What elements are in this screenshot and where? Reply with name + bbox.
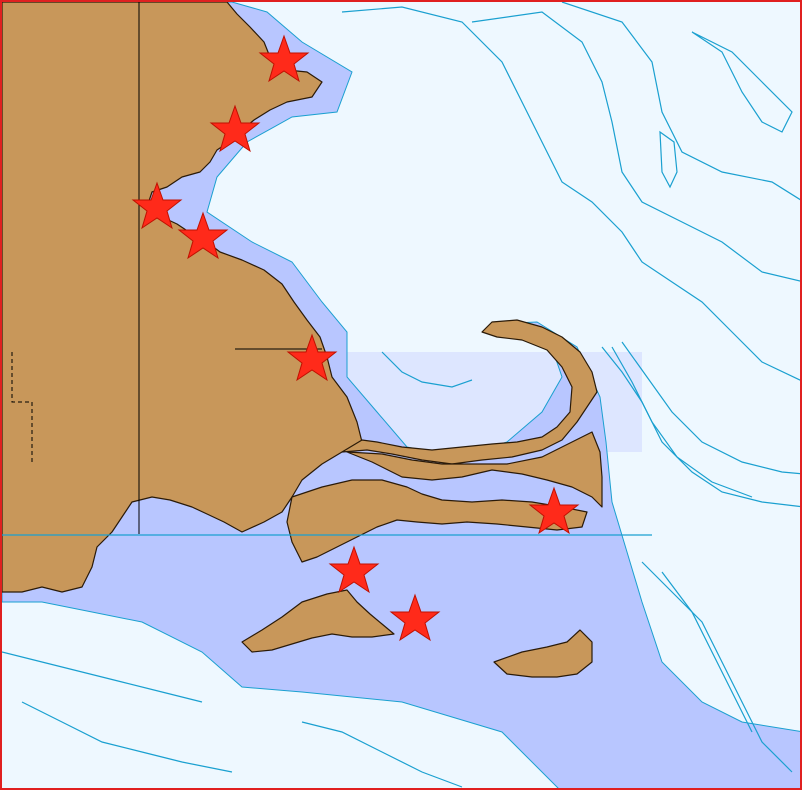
mainland	[2, 2, 363, 593]
star-icon[interactable]	[209, 104, 261, 153]
star-icon[interactable]	[286, 333, 338, 382]
star-icon[interactable]	[258, 34, 310, 83]
markers	[131, 34, 580, 642]
star-icon[interactable]	[528, 486, 580, 535]
cape-arm	[341, 319, 598, 465]
star-icon[interactable]	[389, 593, 441, 642]
cape-arm-lower	[346, 431, 603, 508]
star-icon[interactable]	[177, 211, 229, 260]
island-west	[241, 589, 395, 653]
island-east	[493, 629, 593, 678]
star-icon[interactable]	[131, 181, 183, 230]
star-icon[interactable]	[328, 545, 380, 594]
